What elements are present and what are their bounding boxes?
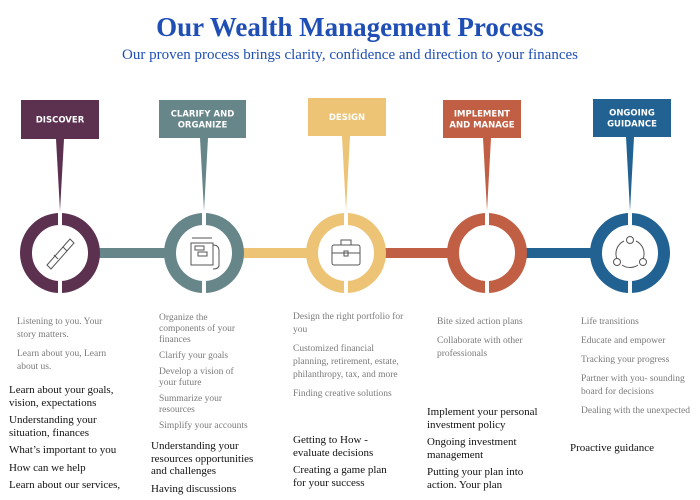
step-ring xyxy=(590,213,670,293)
detail-item: Dealing with the unexpected xyxy=(581,406,690,416)
detail-item: Customized financial planning, retiremen… xyxy=(293,344,399,380)
design-details: Design the right portfolio for you Custo… xyxy=(293,311,405,407)
point-item: Creating a game plan for your success xyxy=(293,464,387,489)
point-item: Ongoing investment management xyxy=(427,436,517,461)
detail-item: Collaborate with other professionals xyxy=(437,336,523,359)
detail-item: Finding creative solutions xyxy=(293,389,392,399)
blueprint-icon xyxy=(190,237,220,270)
step-label: DISCOVER xyxy=(36,116,85,126)
point-item: Proactive guidance xyxy=(570,442,654,454)
telescope-icon xyxy=(46,238,75,270)
pointer xyxy=(626,137,634,211)
connector-implement-and-manage-to-ongoing-guidance xyxy=(521,248,596,258)
point-item: Putting your plan into action. Your plan xyxy=(427,466,524,491)
detail-item: Develop a vision of your future xyxy=(159,367,234,388)
step-ring xyxy=(20,213,100,293)
ongoing-points: Proactive guidance xyxy=(570,442,688,460)
step-label-box xyxy=(443,100,521,138)
step-label: DESIGN xyxy=(329,113,365,123)
ring-gap xyxy=(485,211,489,225)
ring-gap xyxy=(58,281,62,295)
step-ring xyxy=(164,213,244,293)
detail-item: Partner with you- sounding board for dec… xyxy=(581,374,685,397)
pointer xyxy=(483,138,491,211)
clarify-points: Understanding your resources opportuniti… xyxy=(151,440,269,500)
connector-discover-to-clarify-and-organize xyxy=(94,248,170,258)
pointer xyxy=(342,136,350,211)
detail-item: Summarize your resources xyxy=(159,394,223,415)
ongoing-details: Life transitions Educate and empower Tra… xyxy=(581,316,696,424)
discover-points: Learn about your goals, vision, expectat… xyxy=(9,384,127,497)
design-points: Getting to How -evaluate decisions Creat… xyxy=(293,434,393,494)
point-item: Understanding your situation, finances xyxy=(9,414,97,439)
step-ring xyxy=(447,213,527,293)
step-label-box xyxy=(593,99,671,137)
ring-gap xyxy=(628,211,632,225)
page-title: Our Wealth Management Process xyxy=(156,12,544,42)
ring-gap xyxy=(485,281,489,295)
implement-points: Implement your personal investment polic… xyxy=(427,406,545,496)
briefcase-icon xyxy=(331,239,361,266)
point-item: Getting to How -evaluate decisions xyxy=(293,434,374,459)
point-item: Having discussions xyxy=(151,482,237,495)
discover-details: Listening to you. Your story matters. Le… xyxy=(17,316,112,380)
pointer xyxy=(56,139,64,211)
point-item: Learn about your goals, vision, expectat… xyxy=(9,384,114,409)
step-label-box xyxy=(308,98,386,136)
ring-gap xyxy=(202,211,206,225)
detail-item: Tracking your progress xyxy=(581,355,670,365)
ring-gap xyxy=(628,281,632,295)
point-item: Implement your personal investment polic… xyxy=(427,406,538,431)
page-subtitle: Our proven process brings clarity, confi… xyxy=(122,47,578,63)
ring-gap xyxy=(344,281,348,295)
detail-item: Design the right portfolio for you xyxy=(293,312,404,335)
implement-details: Bite sized action plans Collaborate with… xyxy=(437,316,542,367)
connector-design-to-implement-and-manage xyxy=(380,248,453,258)
detail-item: Educate and empower xyxy=(581,336,666,346)
step-discover: DISCOVER xyxy=(20,100,100,295)
ring-gap xyxy=(202,281,206,295)
point-item: How can we help xyxy=(9,461,86,474)
detail-item: Learn about you, Learn about us. xyxy=(17,349,107,372)
detail-item: Simplify your accounts xyxy=(159,421,248,431)
point-item: What’s important to you xyxy=(9,444,117,456)
detail-item: Organize the components of your finances xyxy=(159,313,235,345)
detail-item: Bite sized action plans xyxy=(437,317,523,327)
connector-clarify-and-organize-to-design xyxy=(238,248,312,258)
detail-item: Life transitions xyxy=(581,317,639,327)
step-label-box xyxy=(159,100,246,138)
cycle-icon xyxy=(613,236,647,269)
detail-item: Clarify your goals xyxy=(159,351,229,361)
ring-gap xyxy=(344,211,348,225)
ring-gap xyxy=(58,211,62,225)
clarify-details: Organize the components of your finances… xyxy=(159,313,249,437)
point-item: Learn about our services, xyxy=(9,479,121,491)
step-label-box xyxy=(21,100,99,139)
detail-item: Listening to you. Your story matters. xyxy=(17,317,103,340)
pointer xyxy=(200,138,208,211)
point-item: Understanding your resources opportuniti… xyxy=(151,440,254,477)
step-design: DESIGN xyxy=(306,98,386,295)
